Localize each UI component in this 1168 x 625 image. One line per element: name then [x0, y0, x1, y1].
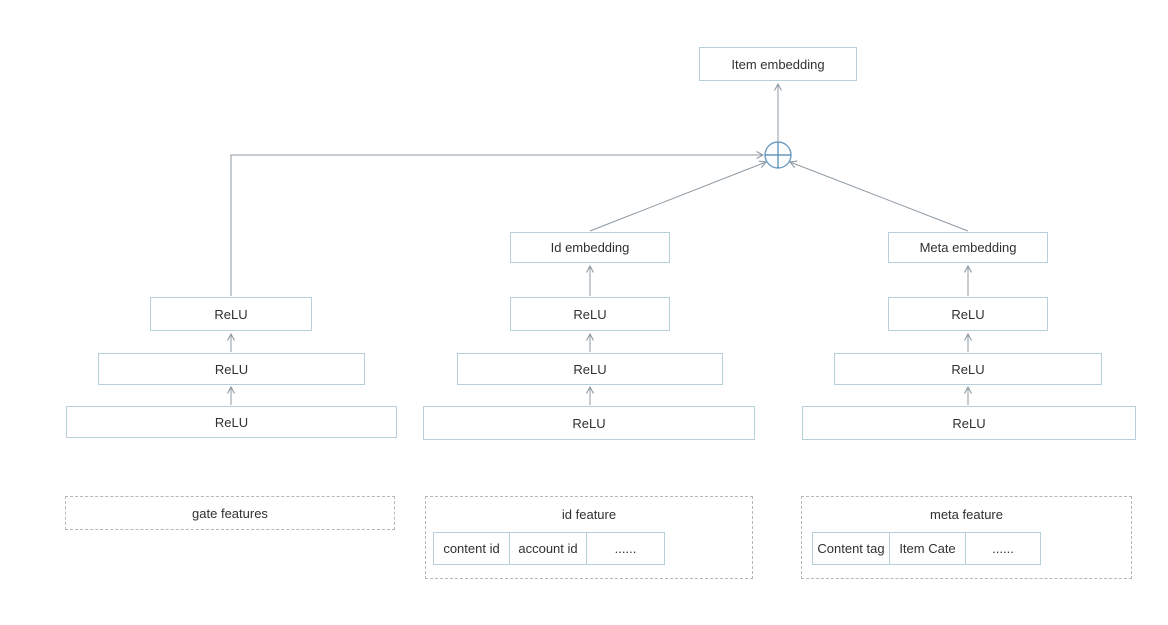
- node-label: Id embedding: [550, 240, 630, 255]
- node-label: Meta embedding: [919, 240, 1017, 255]
- node-label: Item embedding: [731, 56, 825, 72]
- node-relu-gate-1: ReLU: [150, 297, 312, 331]
- plus-circle-icon: [764, 141, 792, 169]
- node-id-embedding: Id embedding: [510, 232, 670, 263]
- cell-content-id: content id: [433, 532, 510, 565]
- node-label: ReLU: [573, 361, 607, 377]
- cell-content-tag: Content tag: [812, 532, 890, 565]
- cell-meta-ellipsis: ......: [965, 532, 1041, 565]
- cell-label: Content tag: [817, 541, 885, 556]
- node-label: ReLU: [214, 306, 248, 322]
- node-relu-meta-2: ReLU: [834, 353, 1102, 385]
- node-relu-id-2: ReLU: [457, 353, 723, 385]
- node-label: ReLU: [952, 415, 986, 431]
- cell-account-id: account id: [509, 532, 587, 565]
- node-label: ReLU: [214, 361, 249, 377]
- node-label: ReLU: [951, 361, 985, 377]
- node-label: ReLU: [572, 415, 606, 431]
- node-item-embedding: Item embedding: [699, 47, 857, 81]
- arrow-meta-embedding-to-sum: [788, 160, 969, 232]
- node-relu-meta-3: ReLU: [802, 406, 1136, 440]
- node-relu-meta-1: ReLU: [888, 297, 1048, 331]
- node-relu-id-1: ReLU: [510, 297, 670, 331]
- cell-id-ellipsis: ......: [586, 532, 665, 565]
- node-meta-embedding: Meta embedding: [888, 232, 1048, 263]
- meta-feature-cells: Content tag Item Cate ......: [812, 532, 1041, 565]
- group-label: meta feature: [930, 506, 1003, 522]
- group-label: gate features: [192, 505, 268, 521]
- node-relu-gate-2: ReLU: [98, 353, 365, 385]
- group-gate-features: gate features: [65, 496, 395, 530]
- group-label: id feature: [561, 506, 617, 522]
- cell-item-cate: Item Cate: [889, 532, 966, 565]
- node-relu-gate-3: ReLU: [66, 406, 397, 438]
- cell-label: ......: [992, 541, 1014, 556]
- node-relu-id-3: ReLU: [423, 406, 755, 440]
- cell-label: Item Cate: [899, 541, 956, 556]
- cell-label: account id: [518, 541, 578, 556]
- node-label: ReLU: [951, 306, 985, 322]
- cell-label: ......: [614, 541, 637, 556]
- node-label: ReLU: [573, 306, 607, 322]
- cell-label: content id: [443, 541, 500, 556]
- id-feature-cells: content id account id ......: [433, 532, 665, 565]
- arrow-id-embedding-to-sum: [589, 160, 768, 232]
- node-label: ReLU: [214, 414, 249, 430]
- arrow-gate-to-sum: [230, 151, 765, 296]
